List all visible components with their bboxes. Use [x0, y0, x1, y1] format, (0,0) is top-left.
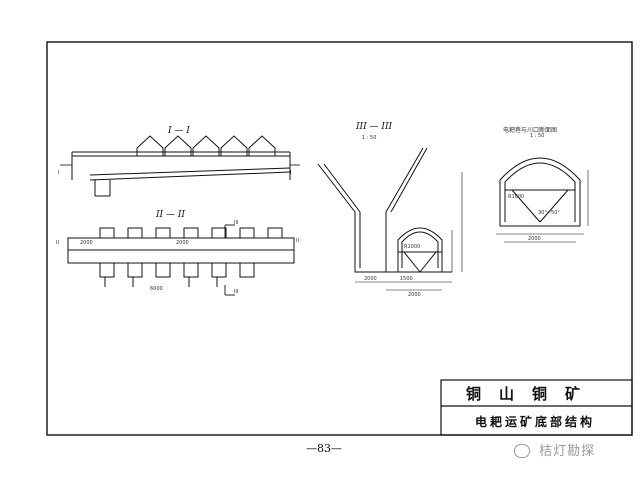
drawing-title: 电耙运矿底部结构 — [475, 415, 596, 429]
section-3-scale: 1 : 50 — [362, 135, 377, 141]
section-1-chutes — [136, 135, 276, 156]
section-3-label: III — III — [356, 122, 393, 132]
dim-text: 2000 — [364, 276, 377, 282]
dim-text: 2000 — [528, 236, 541, 242]
section-3-dimension-lines — [355, 172, 463, 291]
dim-text: R1000 — [508, 194, 525, 200]
marker-II-right: II — [296, 238, 299, 244]
section-1-profile — [71, 151, 291, 197]
dim-text: 2000 — [176, 240, 189, 246]
watermark: 桔灯勘探 — [514, 440, 595, 459]
marker-III-top: III — [234, 220, 239, 226]
marker-III-bottom: III — [234, 289, 239, 295]
dim-text: 2000 — [80, 240, 93, 246]
dim-text: 1500 — [400, 276, 413, 282]
section-4-profile — [499, 157, 581, 227]
dim-text: 2000 — [408, 292, 421, 298]
page-number: —83— — [306, 442, 342, 455]
section-1-label: I — I — [168, 126, 190, 136]
watermark-text: 桔灯勘探 — [539, 444, 596, 459]
sheet-border — [46, 41, 633, 436]
dim-text: 6000 — [150, 286, 163, 292]
title-block-frame — [440, 379, 633, 436]
section-4-dimension-lines — [496, 170, 589, 243]
marker-I-left: I — [58, 170, 60, 176]
marker-I-right: I — [290, 170, 292, 176]
mine-name: 铜山铜矿 — [466, 385, 599, 403]
section-2-label: II — II — [156, 210, 185, 220]
section-3-cross — [317, 147, 452, 273]
section-2-plan — [67, 227, 295, 287]
section-2-cut-markers — [224, 224, 235, 296]
section-4-label: 电耙巷与川口断面图 — [503, 127, 558, 134]
dim-text: R1000 — [404, 244, 421, 250]
marker-II-left: II — [56, 240, 59, 246]
section-4-scale: 1 : 50 — [530, 133, 545, 139]
dim-text: 30°~50° — [538, 210, 560, 216]
chat-bubble-icon — [514, 443, 530, 458]
